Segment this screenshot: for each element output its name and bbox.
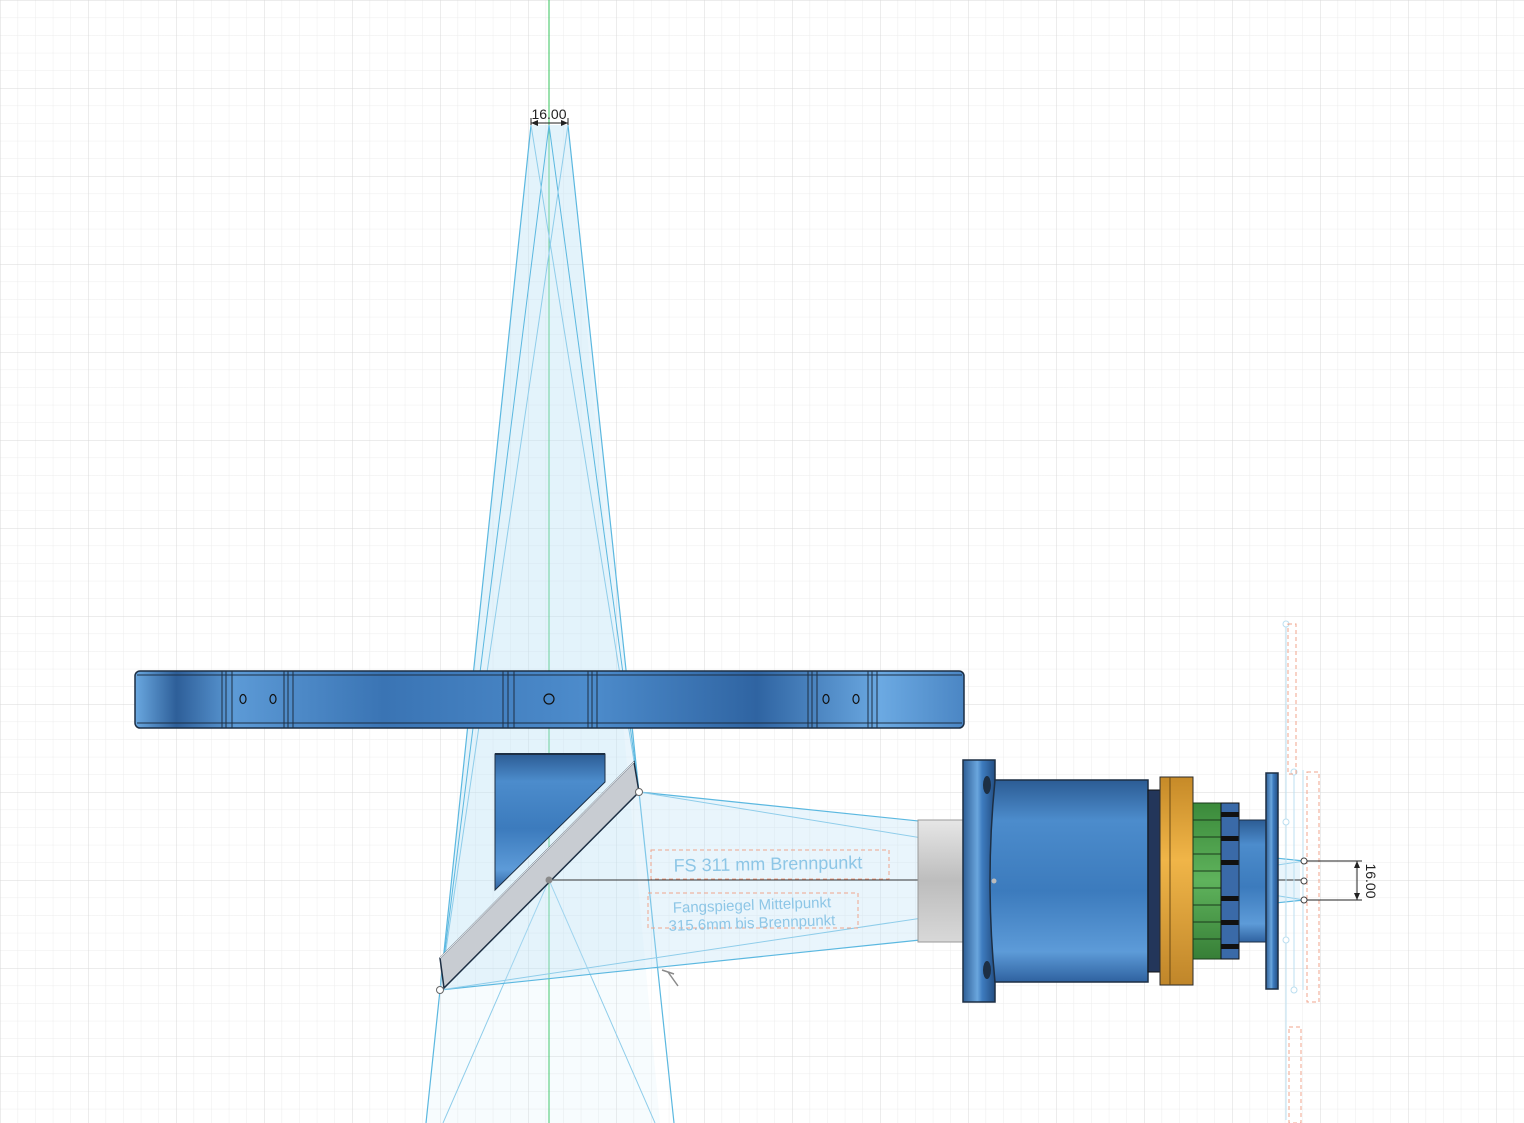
camera-plate <box>1265 772 1279 990</box>
secondary-mirror[interactable] <box>436 760 643 994</box>
dashed-note-boxes <box>1287 623 1320 1123</box>
mirror-holder[interactable] <box>494 753 606 892</box>
top-dimension[interactable]: 16.00 <box>530 106 569 126</box>
mirror-center-text-1: Fangspiegel Mittelpunkt <box>673 894 833 917</box>
focal-point-note[interactable]: FS 311 mm Brennpunkt <box>650 849 890 880</box>
right-dimension[interactable]: 16.00 <box>1300 857 1379 904</box>
spider-bar[interactable] <box>134 670 965 729</box>
drawtube <box>917 819 964 943</box>
adapter-ring <box>1159 776 1194 986</box>
filter-wheel <box>1192 802 1222 960</box>
right-dimension-label: 16.00 <box>1363 863 1379 898</box>
focuser-body <box>989 779 1149 983</box>
mirror-center-text-2: 315.6mm bis Brennpunkt <box>668 912 836 935</box>
top-dimension-label: 16.00 <box>531 106 566 122</box>
text-cursor-icon <box>661 969 679 987</box>
focal-point-text: FS 311 mm Brennpunkt <box>673 852 862 875</box>
mirror-center-note[interactable]: Fangspiegel Mittelpunkt 315.6mm bis Bren… <box>647 892 859 935</box>
construction-lines <box>1282 620 1304 1120</box>
focuser-assembly[interactable] <box>917 759 1279 1003</box>
